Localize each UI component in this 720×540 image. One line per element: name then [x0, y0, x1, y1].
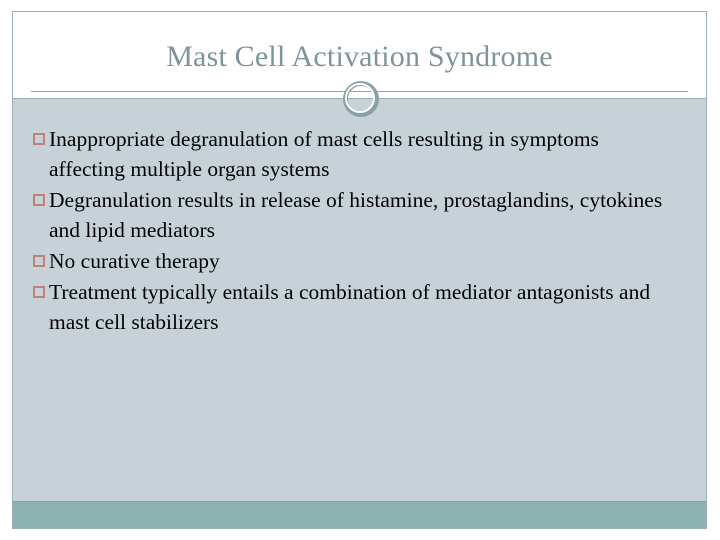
list-item: Degranulation results in release of hist… — [33, 185, 678, 245]
footer-accent-band-top-edge — [13, 501, 706, 502]
square-bullet-icon — [33, 194, 45, 206]
list-item-text: Degranulation results in release of hist… — [49, 188, 663, 242]
bullet-list: Inappropriate degranulation of mast cell… — [33, 124, 678, 338]
square-bullet-icon — [33, 286, 45, 298]
slide: Mast Cell Activation Syndrome Inappropri… — [12, 11, 707, 529]
square-bullet-icon — [33, 133, 45, 145]
list-item-text: No curative therapy — [49, 249, 220, 273]
page-title: Mast Cell Activation Syndrome — [166, 40, 553, 73]
slide-body: Inappropriate degranulation of mast cell… — [13, 99, 706, 528]
list-item: No curative therapy — [33, 246, 678, 276]
circle-ornament-icon — [343, 81, 379, 117]
list-item-text: Treatment typically entails a combinatio… — [49, 280, 651, 334]
square-bullet-icon — [33, 255, 45, 267]
list-item: Treatment typically entails a combinatio… — [33, 277, 678, 337]
list-item-text: Inappropriate degranulation of mast cell… — [49, 127, 599, 181]
footer-accent-band — [13, 501, 706, 528]
list-item: Inappropriate degranulation of mast cell… — [33, 124, 678, 184]
